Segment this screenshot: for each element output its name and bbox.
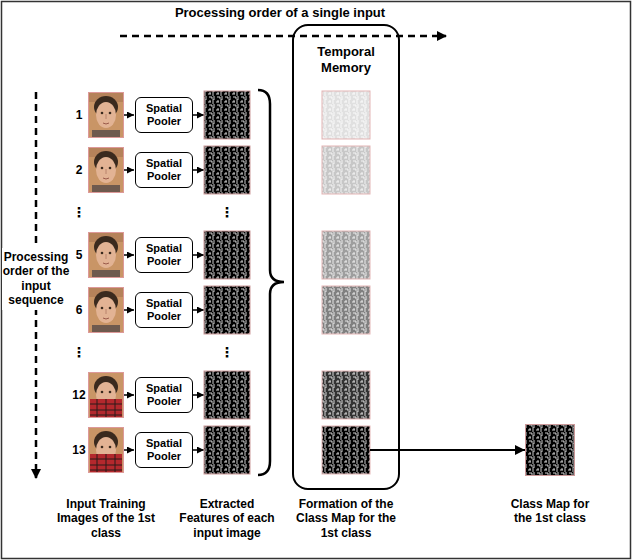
- face-image: [88, 232, 124, 278]
- caption-text: Input Training Images of the 1st class: [50, 497, 162, 540]
- box-text: Spatial Pooler: [139, 437, 189, 462]
- row-number: ⋮: [220, 204, 234, 221]
- box-text: Spatial Pooler: [139, 242, 189, 267]
- class-map: Class Map for the 1st class: [525, 424, 575, 476]
- row-number: ⋮: [72, 344, 86, 361]
- process-box: Spatial Pooler: [135, 377, 193, 412]
- process-box: Spatial Pooler: [135, 237, 193, 272]
- connector-arrow: [400, 449, 525, 451]
- class-map-picture: [525, 424, 575, 476]
- caption-text: Formation of the Class Map for the 1st c…: [288, 497, 404, 540]
- row-number: 6: [76, 303, 83, 317]
- row-number: 5: [76, 248, 83, 262]
- feature-maps: [204, 91, 250, 474]
- caption-text: Processing order of a single input: [115, 5, 445, 21]
- memory-region: Temporal Memory: [292, 24, 400, 490]
- face-image: [88, 92, 124, 138]
- row-number: 2: [76, 163, 83, 177]
- process-box: Spatial Pooler: [135, 97, 193, 132]
- face-image: [88, 147, 124, 193]
- face-image: [88, 372, 124, 418]
- memory-maps: [322, 91, 370, 474]
- box-text: Spatial Pooler: [139, 102, 189, 127]
- process-box: Spatial Pooler: [135, 152, 193, 187]
- row-number: 1: [76, 108, 83, 122]
- brace: [258, 90, 284, 475]
- row-number: ⋮: [220, 344, 234, 361]
- caption-text: Extracted Features of each input image: [173, 497, 281, 540]
- dashed-arrow: [120, 35, 446, 38]
- wire: [370, 449, 400, 451]
- process-box: Spatial Pooler: [135, 432, 193, 467]
- row-number: 13: [72, 443, 85, 457]
- arrows: [124, 115, 204, 450]
- process-box: Spatial Pooler: [135, 292, 193, 327]
- row-number: 12: [72, 388, 85, 402]
- face-image: [88, 287, 124, 333]
- box-text: Temporal Memory: [294, 44, 398, 77]
- box-text: Spatial Pooler: [139, 382, 189, 407]
- face-image: [88, 427, 124, 473]
- caption-text: Processing order of the input sequence: [2, 248, 70, 310]
- box-text: Class Map for the 1st class: [500, 497, 600, 526]
- row-number: ⋮: [72, 204, 86, 221]
- box-text: Spatial Pooler: [139, 297, 189, 322]
- box-text: Spatial Pooler: [139, 157, 189, 182]
